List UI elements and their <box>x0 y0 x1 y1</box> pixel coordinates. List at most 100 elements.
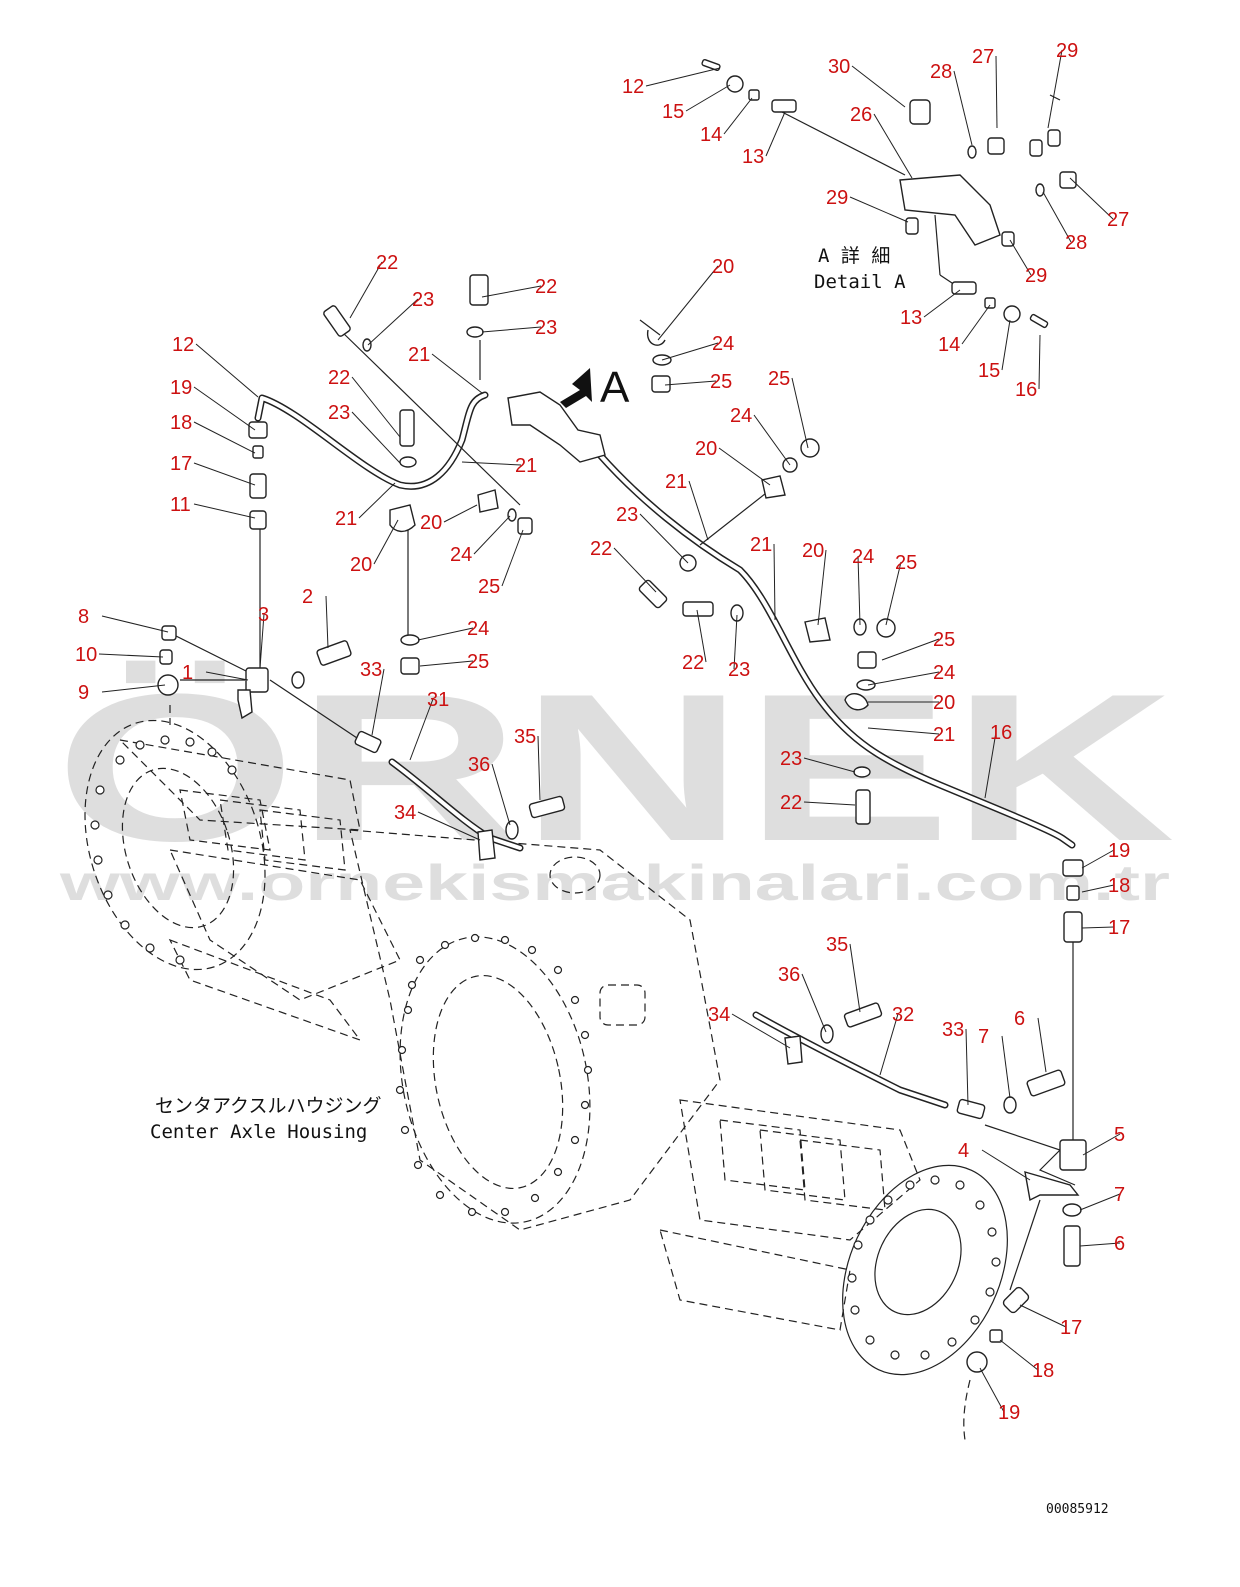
leader-line <box>358 482 396 519</box>
callout-number: 13 <box>900 307 922 329</box>
callout-c-25f: 25 <box>881 629 955 661</box>
callout-number: 31 <box>427 689 449 711</box>
nut-15a <box>726 75 744 93</box>
clamp-20f <box>844 693 869 711</box>
plug-16a <box>1029 313 1049 329</box>
leader-line <box>849 943 861 1013</box>
nut-25d <box>876 618 896 638</box>
callout-number: 16 <box>1015 379 1037 401</box>
callout-number: 20 <box>933 692 955 714</box>
callout-number: 2 <box>302 586 313 608</box>
nipple-29c <box>905 217 919 235</box>
callout-c-23e: 23 <box>728 614 750 681</box>
nipple-29a <box>1029 139 1043 157</box>
callout-c-9: 9 <box>78 682 166 704</box>
washer-36a <box>505 820 519 840</box>
leader-line <box>851 65 906 108</box>
left-arm-top <box>118 739 361 831</box>
callout-c-22c: 22 <box>328 367 401 438</box>
callout-c-32: 32 <box>879 1004 914 1076</box>
leader-line <box>645 67 721 87</box>
callout-number: 22 <box>376 252 398 274</box>
leader-line <box>195 343 259 398</box>
callout-number: 10 <box>75 644 97 666</box>
connector-13a <box>771 99 797 113</box>
plug-12a <box>701 58 721 72</box>
callout-number: 21 <box>335 508 357 530</box>
callout-c-21c: 21 <box>335 482 396 530</box>
callout-number: 20 <box>420 512 442 534</box>
leader-line <box>685 84 731 112</box>
callout-c-34a: 34 <box>394 802 481 841</box>
callout-number: 9 <box>78 682 89 704</box>
callout-number: 11 <box>170 494 191 516</box>
leader-line <box>1001 1035 1011 1099</box>
leader-line <box>461 461 522 466</box>
leader-line <box>1042 191 1072 243</box>
callout-c-33b: 33 <box>942 1019 969 1106</box>
washer-36b <box>820 1024 834 1044</box>
tee-block-a <box>507 391 606 463</box>
callout-number: 8 <box>78 606 89 628</box>
washer-23b <box>466 326 484 338</box>
nut-9 <box>157 674 179 696</box>
callout-c-24e: 24 <box>417 618 489 641</box>
o-ring-28b <box>1035 183 1045 197</box>
sleeve-18a <box>252 445 264 459</box>
callout-c-18c: 18 <box>999 1339 1054 1382</box>
callout-number: 19 <box>998 1402 1020 1424</box>
callout-number: 16 <box>990 722 1012 744</box>
callout-number: 5 <box>1114 1124 1125 1146</box>
callout-number: 28 <box>1065 232 1087 254</box>
leader-line <box>765 111 786 157</box>
center-body <box>349 829 721 1231</box>
callout-number: 12 <box>172 334 194 356</box>
callout-number: 7 <box>978 1026 989 1048</box>
leader-line <box>205 671 249 681</box>
washer-24b <box>507 508 517 522</box>
leader-line <box>1037 1017 1047 1073</box>
leader-line <box>696 609 707 663</box>
washer-23a <box>362 338 372 352</box>
leader-line <box>501 529 524 587</box>
bracket-4 <box>1024 1171 1080 1202</box>
callout-c-20e: 20 <box>802 540 827 626</box>
callout-c-18a: 18 <box>170 412 256 454</box>
nut-25b <box>517 517 533 535</box>
washer-24e <box>400 634 420 646</box>
callout-c-28b: 28 <box>1042 191 1087 254</box>
callout-c-31: 31 <box>409 689 449 761</box>
callout-c-20b: 20 <box>420 504 478 534</box>
washer-2 <box>291 671 305 689</box>
leader-line <box>753 414 791 466</box>
leader-line <box>1079 1242 1121 1247</box>
callout-number: 30 <box>828 56 850 78</box>
callout-c-36a: 36 <box>468 754 511 826</box>
washer-23c <box>399 456 417 468</box>
callout-c-22b: 22 <box>481 276 557 298</box>
callout-c-6a: 6 <box>1014 1008 1047 1073</box>
adapter-11 <box>249 510 267 530</box>
callout-c-20f: 20 <box>868 692 955 714</box>
leader-line <box>417 627 474 641</box>
callout-number: 15 <box>978 360 1000 382</box>
callout-number: 20 <box>350 554 372 576</box>
callout-c-21d: 21 <box>665 471 709 541</box>
callout-number: 6 <box>1114 1233 1125 1255</box>
callout-number: 34 <box>394 802 416 824</box>
callout-c-24b: 24 <box>450 515 511 566</box>
hose-19c-continuation <box>963 1379 971 1441</box>
right-rib-3 <box>799 1139 886 1211</box>
callout-c-16b: 16 <box>984 722 1012 799</box>
leader-line <box>1081 884 1115 893</box>
leader-line <box>965 1028 969 1106</box>
callout-c-27a: 27 <box>972 46 998 129</box>
bolt-22b <box>469 274 489 306</box>
leader-line <box>1019 1304 1067 1328</box>
callout-c-19a: 19 <box>170 377 256 431</box>
callout-number: 35 <box>826 934 848 956</box>
leader-line <box>473 515 511 555</box>
leader-line <box>193 503 256 519</box>
leader-line <box>613 547 657 593</box>
leader-line <box>849 196 909 223</box>
